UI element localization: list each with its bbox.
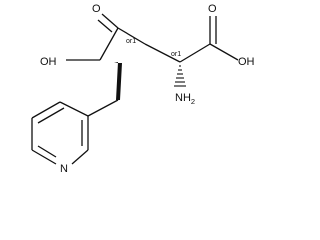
chemical-structure: O OH O OH NH2 N or1 or1 <box>31 3 255 175</box>
label-right-oxygen: O <box>208 3 217 15</box>
bond-ch2-c-right <box>144 43 181 63</box>
stereo-label-right: or1 <box>171 51 181 58</box>
right-carboxylic-acid <box>179 16 239 63</box>
left-carboxylic-acid <box>66 13 119 61</box>
hashed-bond-amino <box>174 65 186 87</box>
backbone <box>117 27 181 63</box>
svg-text:NH2: NH2 <box>175 92 195 106</box>
label-amino-group: NH2 <box>175 92 195 106</box>
label-left-oxygen: O <box>92 3 101 15</box>
bond-c1-o-double-b <box>97 19 113 33</box>
bond-c-right-cooh <box>179 43 211 63</box>
label-ring-nitrogen: N <box>60 163 68 175</box>
bond-ch2-ring <box>87 99 119 117</box>
wedge-bond-left-center <box>114 62 122 100</box>
stereo-label-left: or1 <box>126 38 136 45</box>
label-left-hydroxyl: OH <box>40 56 57 68</box>
label-right-hydroxyl: OH <box>238 56 255 68</box>
bond-c1-c-alpha <box>99 27 119 61</box>
bond-c2-oh <box>209 43 239 61</box>
bond-c-alpha-ch2 <box>117 27 146 45</box>
bond-c1-o-double-a <box>101 13 119 29</box>
pyridine-ring <box>31 101 89 165</box>
